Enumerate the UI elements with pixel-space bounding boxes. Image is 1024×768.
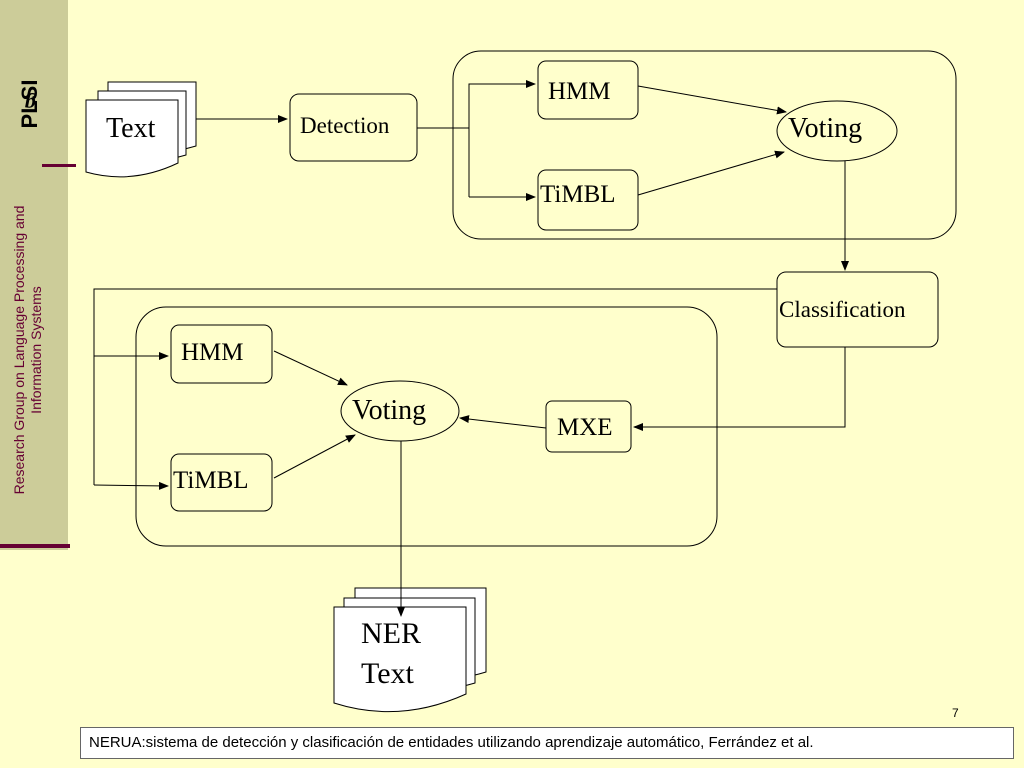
arrow-classification-to-mxe: [633, 347, 846, 431]
ner-label: NER: [361, 617, 421, 650]
classification-box: [776, 271, 939, 348]
input-text-label: Text: [106, 113, 156, 144]
top-voting-label: Voting: [788, 113, 863, 144]
input-document-stack: [85, 81, 197, 178]
bottom-hmm-box: [170, 324, 273, 384]
detection-label: Detection: [300, 113, 390, 138]
bottom-timbl-label: TiMBL: [173, 467, 249, 494]
arrow-to-bottom-timbl: [93, 481, 169, 490]
arrow-to-top-hmm: [468, 80, 536, 197]
top-hmm-label: HMM: [548, 78, 611, 105]
sidebar-divider: [0, 544, 70, 548]
top-hmm-box: [537, 60, 639, 120]
bottom-voting-ellipse: [340, 380, 460, 442]
top-timbl-box: [537, 169, 639, 231]
classification-label: Classification: [779, 297, 906, 322]
connector-classification-feedback: [93, 288, 777, 485]
bottom-voting-label: Voting: [352, 395, 427, 426]
top-timbl-label: TiMBL: [540, 181, 616, 208]
sidebar-tick: [42, 164, 76, 167]
bottom-hmm-label: HMM: [181, 339, 244, 366]
arrow-top-timbl-to-voting: [637, 150, 785, 196]
top-ensemble-group: [452, 50, 957, 240]
arrow-bottom-hmm-to-voting: [273, 350, 348, 386]
output-document-stack: [333, 587, 487, 713]
output-text-label: Text: [361, 657, 414, 690]
mxe-label: MXE: [557, 414, 613, 441]
bottom-timbl-box: [170, 453, 273, 512]
arrow-bottom-timbl-to-voting: [273, 434, 356, 479]
arrow-top-hmm-to-voting: [637, 85, 787, 115]
sidebar: [0, 0, 68, 550]
top-voting-ellipse: [776, 100, 898, 162]
arrow-mxe-to-voting: [459, 415, 547, 429]
mxe-box: [545, 400, 632, 453]
page-number: 7: [952, 706, 959, 720]
citation-footer: NERUA:sistema de detección y clasificaci…: [80, 727, 1014, 759]
